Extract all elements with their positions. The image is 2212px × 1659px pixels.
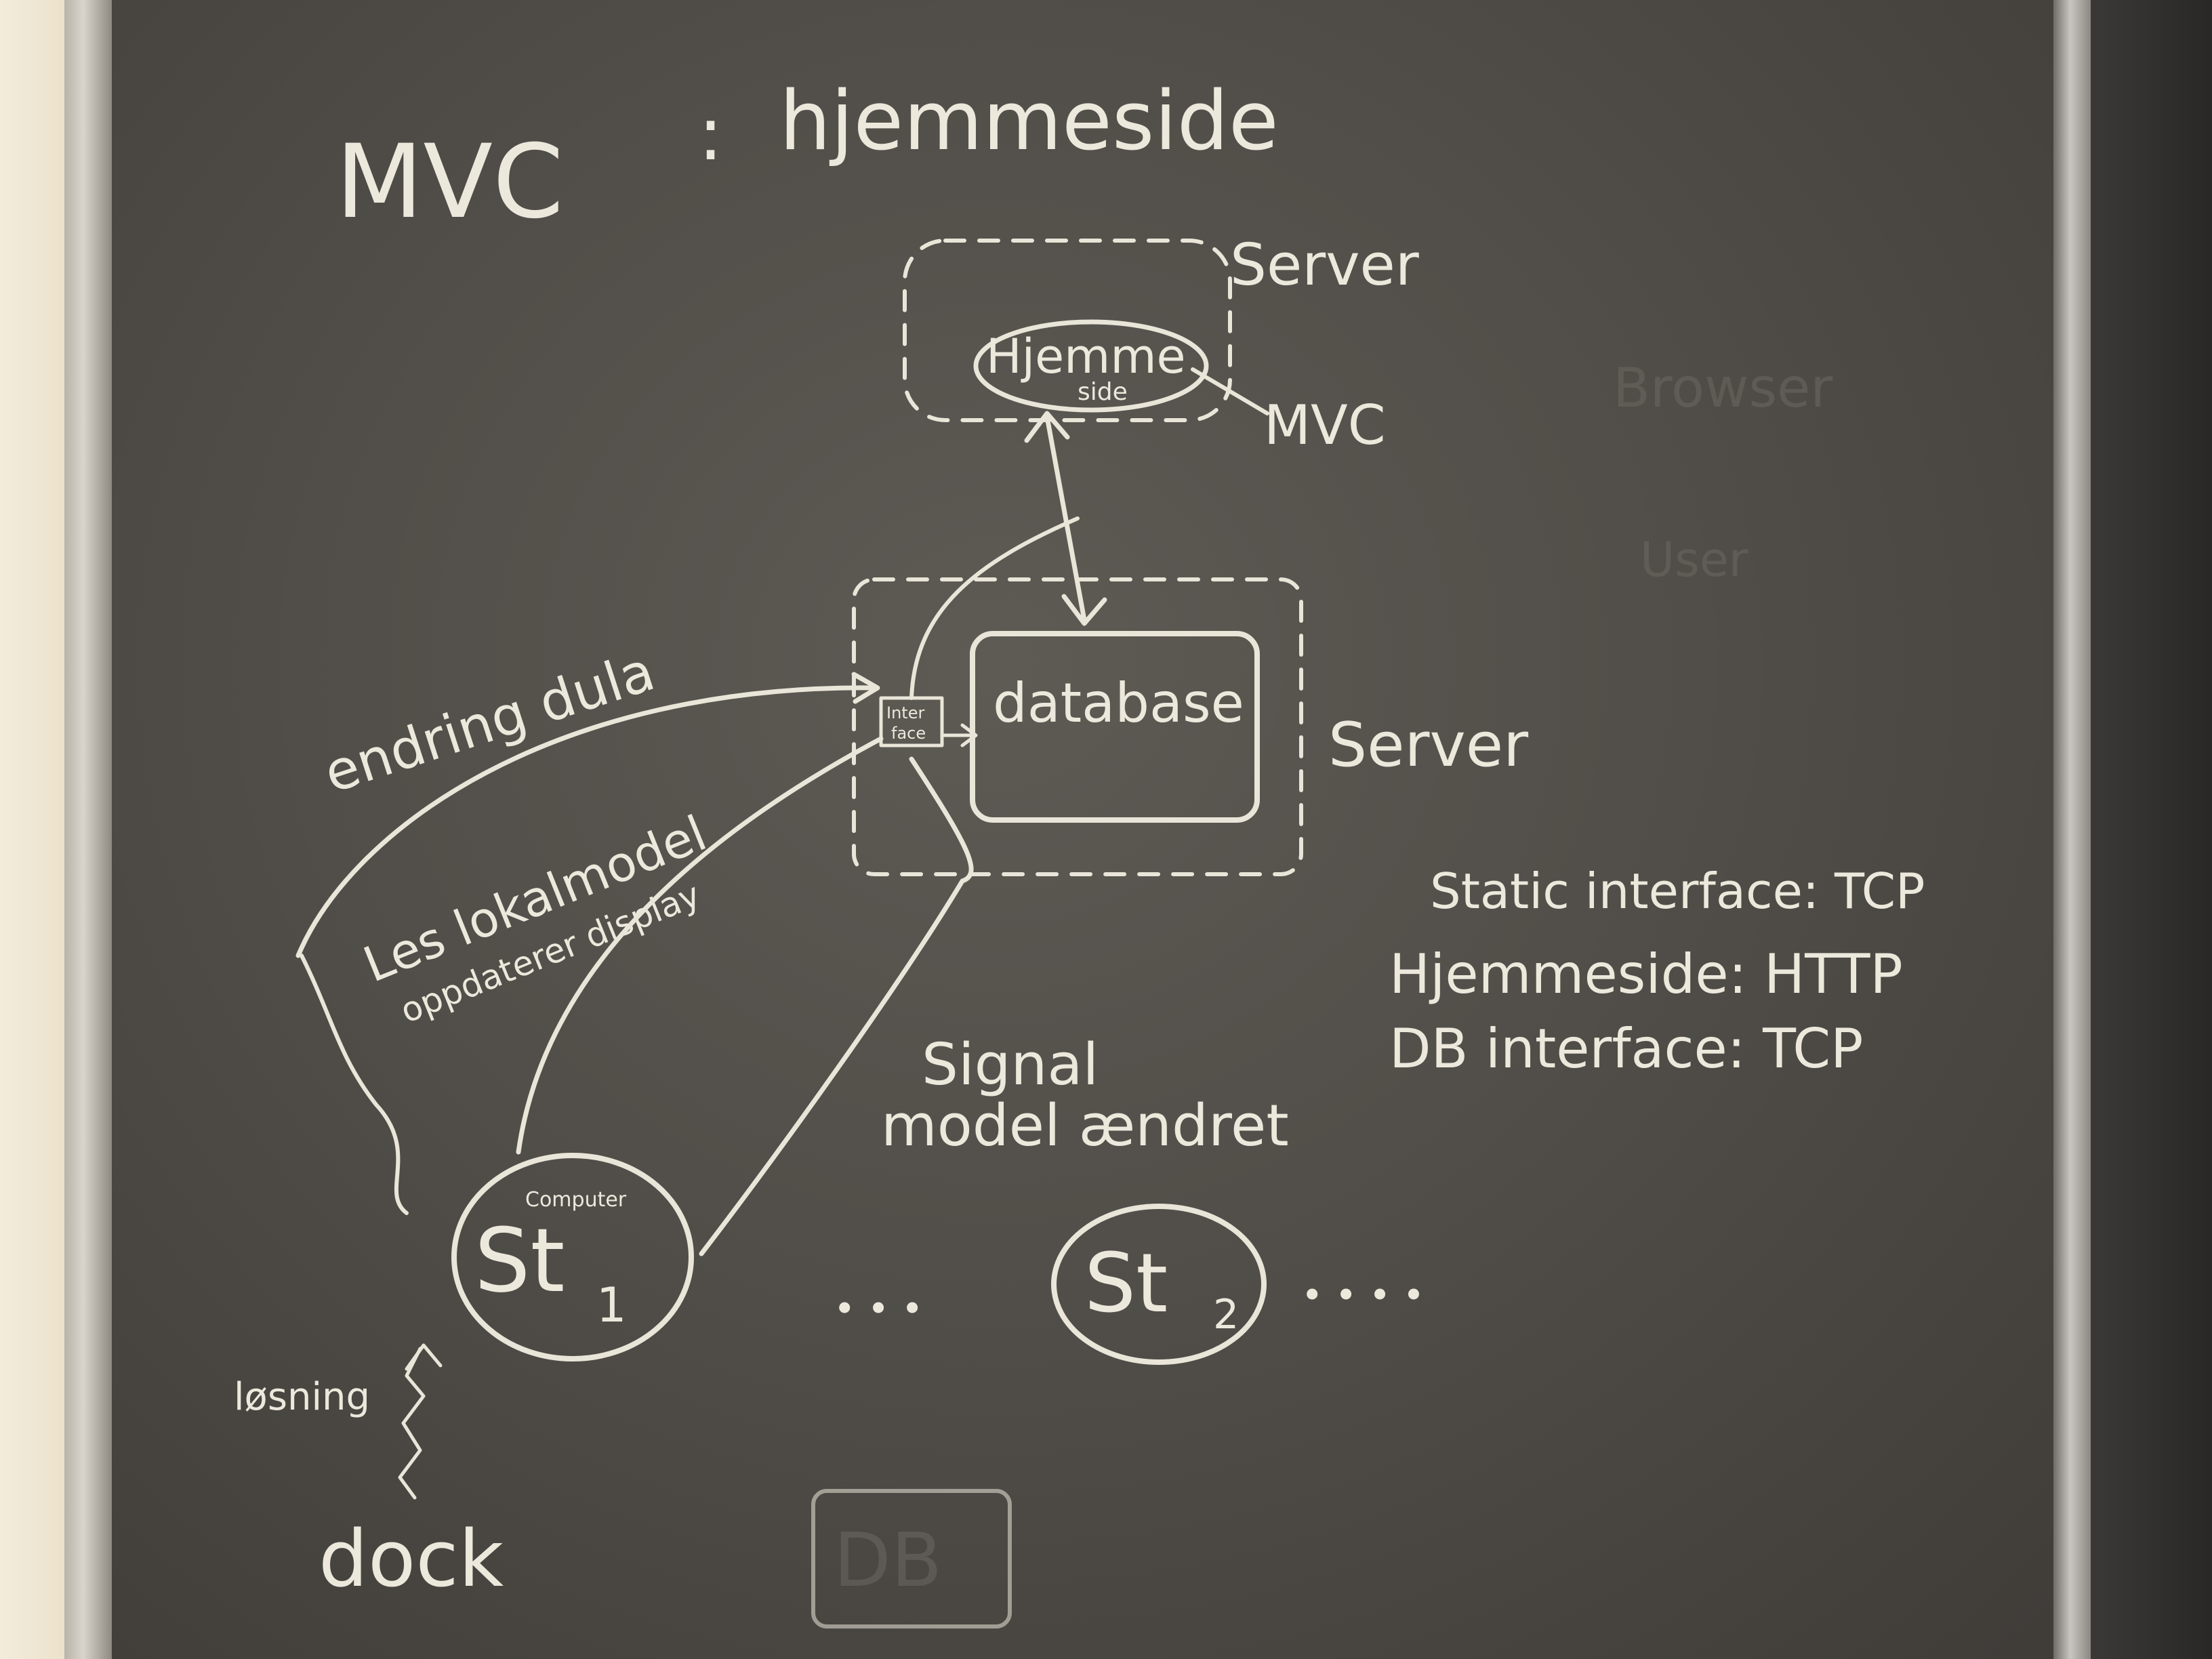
server-mid-label: Server	[1328, 710, 1528, 781]
hjemmeside-node-line2: side	[1078, 378, 1128, 406]
chalkboard	[112, 0, 2081, 1659]
st1-node	[451, 1153, 694, 1361]
st2-label: St	[1084, 1237, 1168, 1331]
server-mid-box	[852, 577, 1303, 876]
st1-squiggle-left	[300, 954, 409, 1215]
mvc-pointer-label: MVC	[1264, 394, 1386, 457]
ghost-browser-text: Browser	[1613, 356, 1832, 419]
st1-label: St	[474, 1209, 565, 1312]
dots-right: • • • •	[1301, 1273, 1425, 1317]
database-node	[970, 631, 1260, 823]
dock-wavy-arrow	[398, 1347, 426, 1500]
endring-arrow	[295, 685, 877, 958]
dock-arrowhead	[405, 1343, 443, 1371]
server-top-box	[903, 239, 1232, 422]
arrowhead-down	[1061, 594, 1107, 626]
mvc-pointer-line	[1191, 367, 1269, 415]
hjemmeside-database-arrow	[1044, 414, 1087, 623]
server-top-label: Server	[1230, 232, 1419, 299]
ghost-db-text: DB	[834, 1517, 942, 1603]
dots-middle: • • •	[834, 1287, 923, 1330]
st2-node	[1051, 1204, 1267, 1365]
board-frame-right	[2053, 0, 2091, 1659]
hjemmeside-to-interface-line	[909, 516, 1080, 700]
st1-to-interface-line	[516, 736, 884, 1155]
signal-line2: model ændret	[881, 1092, 1289, 1160]
st1-small-label: Computer	[525, 1188, 627, 1212]
database-to-st1-signal-line	[699, 756, 974, 1256]
title-colon: :	[698, 90, 723, 177]
title-hjemmeside: hjemmeside	[779, 75, 1279, 169]
endring-arrowhead	[851, 672, 880, 704]
ghost-db-box	[811, 1489, 1012, 1629]
hjemmeside-node	[973, 319, 1209, 413]
ghost-user-text: User	[1640, 532, 1748, 588]
interface-box-line2: face	[891, 724, 926, 743]
hjemmeside-node-line1: Hjemme	[986, 329, 1186, 384]
interface-box-line1: Inter	[886, 703, 924, 722]
database-label: database	[993, 672, 1244, 735]
board-frame-left	[64, 0, 112, 1659]
dock-label: dock	[319, 1514, 504, 1605]
static-interface-note: Static interface: TCP	[1430, 863, 1925, 920]
hjemmeside-http-note: Hjemmeside: HTTP	[1389, 943, 1903, 1006]
arrowhead-up	[1024, 411, 1070, 443]
db-interface-tcp-note: DB interface: TCP	[1389, 1017, 1863, 1080]
losning-label: løsning	[234, 1375, 370, 1419]
st1-subscript: 1	[596, 1277, 627, 1333]
st2-subscript: 2	[1213, 1291, 1239, 1338]
signal-line1: Signal	[922, 1031, 1099, 1099]
interface-to-database-arrow	[941, 723, 978, 747]
title-mvc: MVC	[335, 123, 564, 241]
chalkboard-adjacent	[2091, 0, 2212, 1659]
